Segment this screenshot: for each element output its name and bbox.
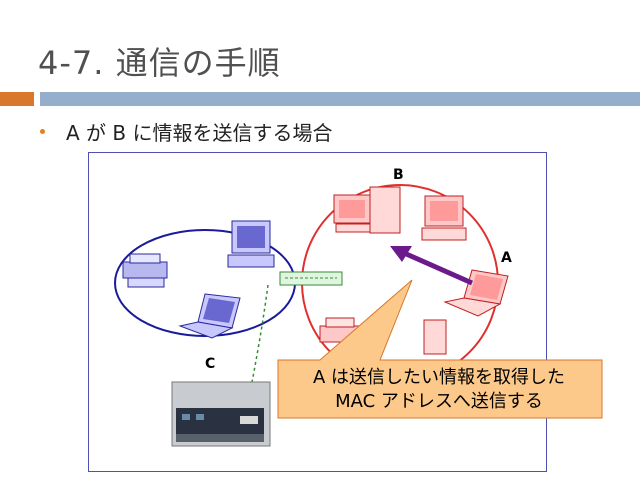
red-desktop-b-icon bbox=[333, 186, 401, 234]
blue-desktop-icon bbox=[227, 220, 275, 268]
callout-line-1: A は送信したい情報を取得した bbox=[312, 367, 566, 388]
callout-text: A は送信したい情報を取得した MAC アドレスへ送信する bbox=[278, 366, 600, 414]
switch-icon bbox=[279, 271, 343, 286]
callout-box bbox=[277, 279, 603, 419]
node-label-a: A bbox=[501, 250, 512, 266]
red-laptop-a-icon bbox=[443, 269, 509, 317]
blue-laptop-icon bbox=[178, 293, 241, 339]
blue-printer-icon bbox=[122, 253, 168, 288]
bullet-dot bbox=[40, 129, 45, 134]
dotted-link bbox=[251, 284, 269, 383]
header-accent-bar bbox=[0, 92, 34, 106]
node-label-b: B bbox=[393, 167, 404, 183]
node-label-c: C bbox=[205, 356, 216, 372]
slide-title: 4-7. 通信の手順 bbox=[38, 44, 281, 82]
slide-subtitle: A が B に情報を送信する場合 bbox=[66, 121, 333, 145]
callout-line-2: MAC アドレスへ送信する bbox=[335, 391, 543, 412]
diagram-frame bbox=[88, 152, 547, 472]
send-arrow bbox=[390, 246, 474, 286]
red-desktop-icon bbox=[421, 195, 467, 241]
header-bar bbox=[40, 92, 640, 106]
red-tower-icon bbox=[423, 319, 447, 355]
router-photo-icon bbox=[171, 381, 271, 447]
